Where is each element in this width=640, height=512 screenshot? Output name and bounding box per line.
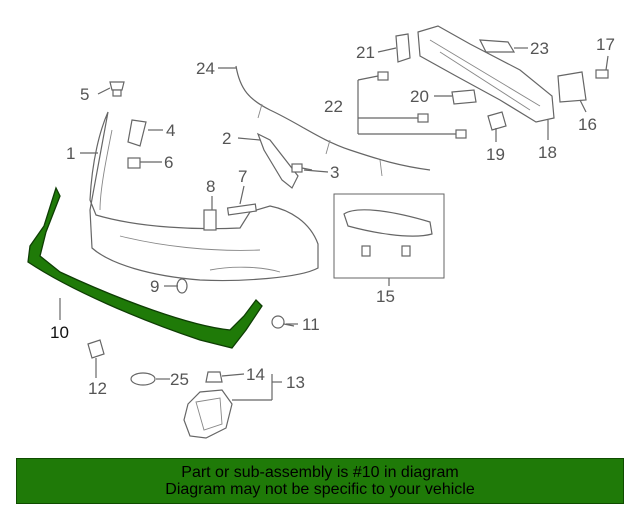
pad-part-8	[203, 209, 217, 231]
callout-19: 19	[486, 145, 505, 164]
bracket-part-13	[183, 389, 233, 439]
callout-12: 12	[88, 379, 107, 398]
callout-23: 23	[530, 39, 549, 58]
bracket-part-2	[256, 132, 299, 189]
callout-21: 21	[356, 43, 375, 62]
banner-line-2: Diagram may not be specific to your vehi…	[165, 481, 475, 498]
parts-diagram: 1 2 3 4 5 6 7 8 9 10 11 12 13 14 15 16 1…	[27, 25, 615, 439]
callout-14: 14	[246, 365, 265, 384]
callout-5: 5	[80, 85, 89, 104]
bracket-part-12	[87, 339, 105, 359]
callout-4: 4	[166, 121, 175, 140]
info-banner: Part or sub-assembly is #10 in diagram D…	[16, 458, 624, 504]
callout-22: 22	[324, 97, 343, 116]
clip-part-5	[109, 81, 125, 97]
callout-9: 9	[150, 277, 159, 296]
callout-7: 7	[238, 167, 247, 186]
screw-part-11	[271, 315, 295, 329]
callout-17: 17	[596, 35, 615, 54]
callout-24: 24	[196, 59, 215, 78]
plug-part-25	[130, 372, 156, 386]
callout-1: 1	[66, 144, 75, 163]
screw-part-3	[291, 163, 313, 173]
callout-10: 10	[50, 323, 69, 342]
group-box-part-15	[333, 193, 445, 279]
reflector-part-15	[343, 209, 433, 237]
pad-part-23	[478, 39, 516, 53]
callout-18: 18	[538, 143, 557, 162]
bracket-part-21	[395, 33, 411, 63]
wiring-harness-part-24	[235, 65, 431, 171]
lower-valance-part-10[interactable]	[27, 186, 263, 349]
callout-25: 25	[170, 370, 189, 389]
bracket-part-20	[451, 89, 477, 105]
callout-13: 13	[286, 373, 305, 392]
leader-lines	[59, 47, 609, 401]
callout-16: 16	[578, 115, 597, 134]
banner-line-1: Part or sub-assembly is #10 in diagram	[181, 464, 459, 481]
bracket-part-16	[557, 71, 587, 103]
callout-6: 6	[164, 153, 173, 172]
callout-15: 15	[376, 287, 395, 306]
callout-3: 3	[330, 163, 339, 182]
callout-20: 20	[410, 87, 429, 106]
callout-2: 2	[222, 129, 231, 148]
bumper-cover	[89, 111, 319, 282]
bolt-part-17	[595, 69, 609, 79]
grommet-part-9	[176, 278, 188, 294]
callout-11: 11	[302, 315, 320, 334]
pad-part-7	[226, 203, 257, 216]
nut-part-14	[205, 371, 223, 383]
bracket-part-19	[487, 111, 507, 131]
callout-8: 8	[206, 177, 215, 196]
